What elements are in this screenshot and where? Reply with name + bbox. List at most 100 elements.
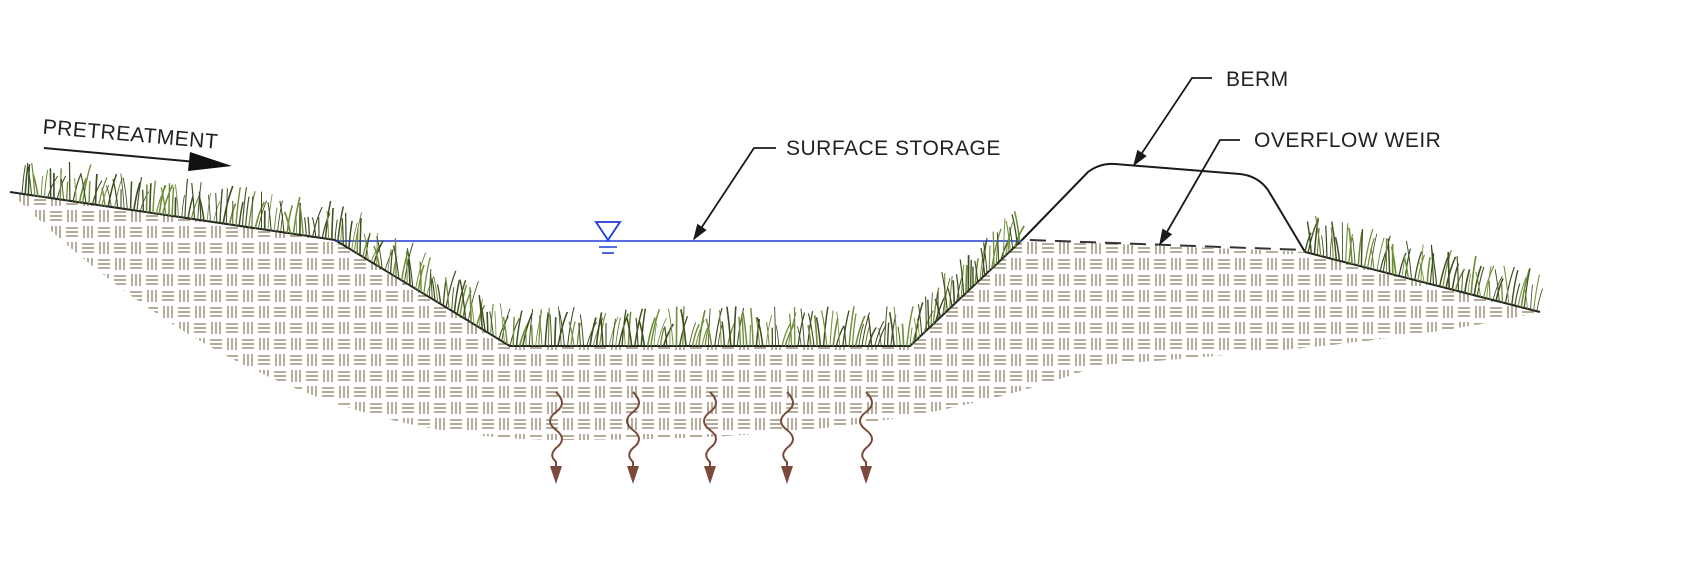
grass-blade	[930, 292, 933, 327]
grass-blade	[254, 201, 266, 229]
grass-blade	[688, 322, 697, 347]
grass-blade	[456, 280, 467, 315]
grass-blade	[874, 320, 885, 347]
grass-blade	[1009, 227, 1014, 249]
grass-blade	[1500, 282, 1504, 303]
grass-blade	[717, 324, 723, 347]
grass-blade	[238, 201, 244, 226]
grass-blade	[858, 323, 865, 347]
grass-blade	[934, 298, 942, 318]
grass-blade	[1430, 247, 1438, 286]
grass-blade	[273, 207, 278, 232]
grass-blade	[94, 173, 98, 205]
grass-blade	[1533, 274, 1540, 311]
grass-blade	[680, 309, 687, 347]
grass-blade	[864, 326, 870, 347]
grass-blade	[228, 203, 237, 225]
grass-blade	[959, 259, 965, 296]
grass-blade	[248, 191, 256, 228]
grass-blade	[883, 306, 888, 347]
grass-blade	[389, 250, 394, 274]
grass-blade	[489, 311, 494, 336]
grass-blade	[469, 287, 472, 323]
grass-blade	[1461, 270, 1464, 293]
grass-blade	[1330, 227, 1334, 260]
grass-blade	[444, 277, 450, 310]
grass-blade	[341, 218, 344, 246]
grass-blade	[784, 323, 796, 347]
grass-blade	[530, 324, 534, 347]
grass-blade	[955, 274, 960, 300]
grass-blade	[707, 308, 711, 347]
grass-blade	[453, 280, 461, 313]
grass-blade	[917, 304, 923, 336]
grass-blade	[486, 311, 489, 333]
grass-blade	[61, 179, 64, 201]
grass-blade	[558, 310, 565, 347]
grass-blade	[47, 175, 59, 198]
grass-blade	[996, 232, 1000, 263]
grass-blade	[112, 179, 119, 209]
grass-blade	[608, 316, 619, 347]
grass-blade	[932, 287, 940, 324]
grass-blade	[547, 307, 550, 347]
grass-blade	[59, 168, 62, 200]
berm-leader	[1133, 77, 1212, 167]
grass-blade	[1390, 246, 1397, 276]
grass-blade	[1398, 252, 1407, 277]
grass-blade	[80, 173, 87, 204]
grass-blade	[755, 316, 761, 347]
grass-blade	[91, 180, 103, 205]
vegetation-grass	[21, 161, 1543, 347]
grass-blade	[1313, 217, 1320, 255]
grass-blade	[664, 326, 668, 347]
grass-blade	[640, 308, 647, 347]
grass-blade	[373, 245, 381, 268]
grass-blade	[544, 312, 549, 347]
grass-blade	[1367, 238, 1375, 269]
grass-blade	[312, 206, 323, 237]
grass-blade	[331, 207, 334, 240]
grass-blade	[428, 268, 432, 298]
grass-blade	[600, 316, 604, 347]
arrow-right-icon	[43, 147, 232, 171]
grass-blade	[295, 215, 298, 235]
grass-blade	[906, 306, 914, 347]
grass-blade	[191, 183, 196, 220]
ground-surface-line-right	[1304, 251, 1541, 313]
grass-blade	[726, 306, 732, 347]
grass-blade	[1426, 257, 1431, 284]
grass-blade	[384, 245, 396, 271]
grass-blade	[854, 315, 866, 347]
grass-blade	[1420, 244, 1424, 282]
grass-blade	[851, 313, 857, 347]
grass-blade	[522, 312, 533, 347]
grass-blade	[638, 320, 646, 347]
grass-blade	[765, 314, 773, 347]
grass-blade	[982, 242, 988, 274]
grass-blade	[445, 270, 457, 308]
grass-blade	[1536, 288, 1543, 312]
grass-blade	[1348, 227, 1353, 265]
grass-blade	[356, 228, 359, 254]
grass-blade	[405, 250, 408, 284]
grass-blade	[148, 183, 152, 213]
grass-blade	[1454, 268, 1466, 291]
grass-blade	[528, 308, 534, 347]
grass-blade	[198, 195, 205, 221]
grass-blade	[949, 275, 953, 309]
grass-blade	[815, 317, 822, 347]
grass-blade	[578, 322, 581, 347]
grass-blade	[359, 218, 362, 256]
grass-blade	[257, 200, 268, 229]
grass-blade	[634, 308, 644, 347]
grass-blade	[623, 324, 626, 347]
grass-blade	[1013, 211, 1021, 243]
grass-blade	[494, 310, 497, 338]
grass-blade	[842, 310, 850, 347]
grass-blade	[570, 321, 576, 347]
grass-blade	[807, 324, 812, 347]
grass-blade	[27, 163, 31, 195]
grass-blade	[1352, 238, 1356, 265]
berm-outline	[1021, 162, 1306, 253]
